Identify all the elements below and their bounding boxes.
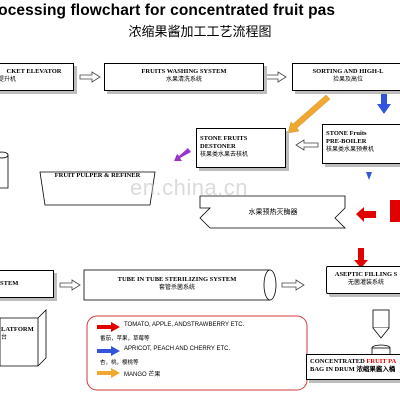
arrow-orange-diagonal xyxy=(287,94,331,134)
arrow-washing-to-sorting xyxy=(264,71,287,83)
step-tube-sterilizing: TUBE IN TUBE STERILIZING SYSTEM 套管杀菌系统 xyxy=(117,276,237,291)
arrow-preboiler-to-destoner xyxy=(295,139,319,151)
final-en-text: CONCENTRATED xyxy=(310,358,367,365)
legend-arrow-red xyxy=(97,322,120,332)
arrow-red-bottom xyxy=(354,248,368,268)
aseptic-tank xyxy=(371,309,391,361)
legend-item-red-zh: 番茄，苹果，草莓等 xyxy=(100,336,150,342)
step-preheater-label: 水果预热灭酶器 xyxy=(248,208,298,216)
arrow-elevator-to-washing xyxy=(79,71,101,83)
arrow-blue-down xyxy=(377,94,391,114)
step-sorting: SORTING AND HIGH-L 捡果及高位 xyxy=(292,63,400,91)
step-fruits-washing: FRUITS WASHING SYSTEM 水果清洗系统 xyxy=(104,63,264,91)
page-subtitle: 浓缩果酱加工工艺流程图 xyxy=(128,25,272,40)
step-bucket-elevator: CKET ELEVATOR 提升机 xyxy=(0,63,74,91)
tank-cylinder xyxy=(0,151,9,189)
arrow-blue-small xyxy=(366,172,372,180)
red-marker xyxy=(390,200,400,222)
step-pulper-label: FRUIT PULPER & REFINER xyxy=(54,172,141,179)
step-stone-preboiler: STONE Fruits PRE-BOILER 核果类水果预煮机 xyxy=(322,124,400,164)
step-final-bag-in-drum: CONCENTRATED FRUIT PA BAG IN DRUM 浓缩果酱入桶 xyxy=(306,354,400,380)
step-system: STEM xyxy=(0,270,54,298)
legend-item-orange-en: MANGO 芒果 xyxy=(124,372,161,378)
final-line2: BAG IN DRUM 浓缩果酱入桶 xyxy=(310,366,396,373)
legend-item-red-en: TOMATO, APPLE, ANDSTRAWBERRY ETC. xyxy=(124,322,245,328)
arrow-system-to-tube xyxy=(59,279,81,291)
arrow-purple xyxy=(174,148,191,161)
arrow-red-preheater xyxy=(356,207,376,222)
legend-arrow-blue xyxy=(97,346,120,356)
step-platform: LATFORM 台 xyxy=(1,326,34,341)
legend-box xyxy=(86,315,308,391)
step-stone-destoner: STONE FRUITS DESTONER 核果类水果去核机 xyxy=(196,128,286,168)
pulper-shape xyxy=(39,171,156,206)
tube-cylinder xyxy=(83,269,277,301)
step-aseptic-filling: ASEPTIC FILLING S 无菌灌装系统 xyxy=(326,266,400,294)
legend-arrow-orange xyxy=(97,368,120,378)
platform-shape xyxy=(0,309,47,367)
legend-item-blue-zh: 杏，桃，樱桃等 xyxy=(100,360,139,366)
legend-item-blue-en: APRICOT, PEACH AND CHERRY ETC. xyxy=(124,346,231,352)
watermark: en.china.cn xyxy=(130,175,249,200)
arrow-tube-to-aseptic xyxy=(281,279,305,291)
final-en-red-text: FRUIT PA xyxy=(366,358,397,365)
preheater-shape xyxy=(199,195,346,229)
page-title: rocessing flowchart for concentrated fru… xyxy=(0,2,336,19)
